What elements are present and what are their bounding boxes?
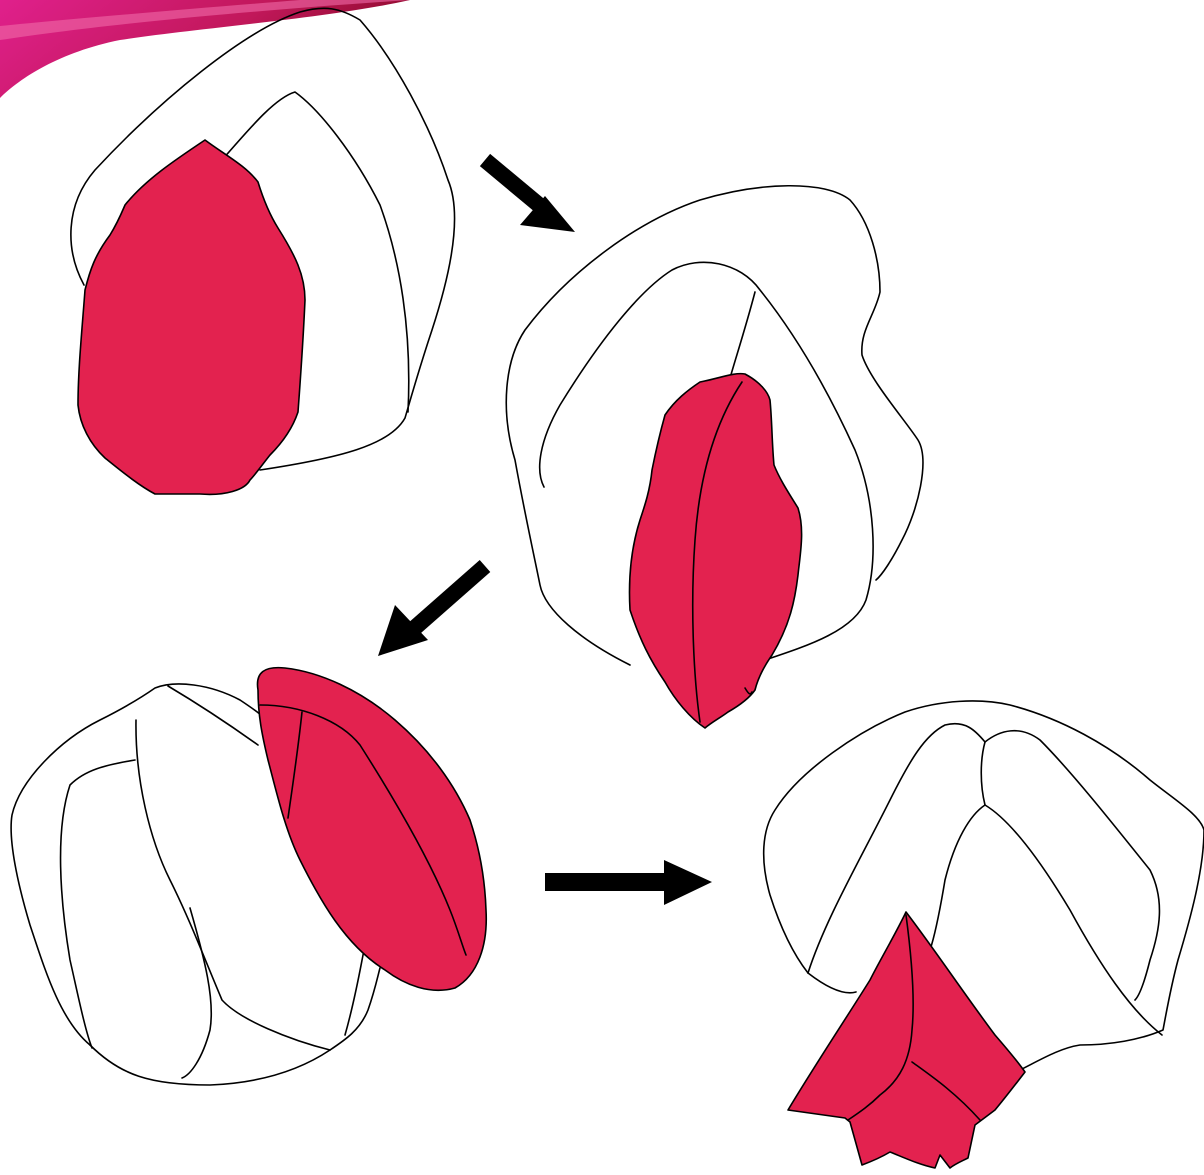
arrow-step-2-to-3 <box>378 566 485 656</box>
arrow-step-1-to-2 <box>485 160 575 232</box>
step-1-facet <box>78 140 305 494</box>
step-3-facet <box>257 668 486 991</box>
step-2-facet <box>629 374 801 728</box>
arrow-step-3-to-4 <box>545 860 712 905</box>
step-1-tooth <box>71 8 455 494</box>
step-4-facet <box>788 912 1025 1168</box>
step-2-tooth <box>506 186 923 728</box>
step-3-tooth <box>11 668 486 1085</box>
step-4-tooth <box>764 701 1204 1168</box>
